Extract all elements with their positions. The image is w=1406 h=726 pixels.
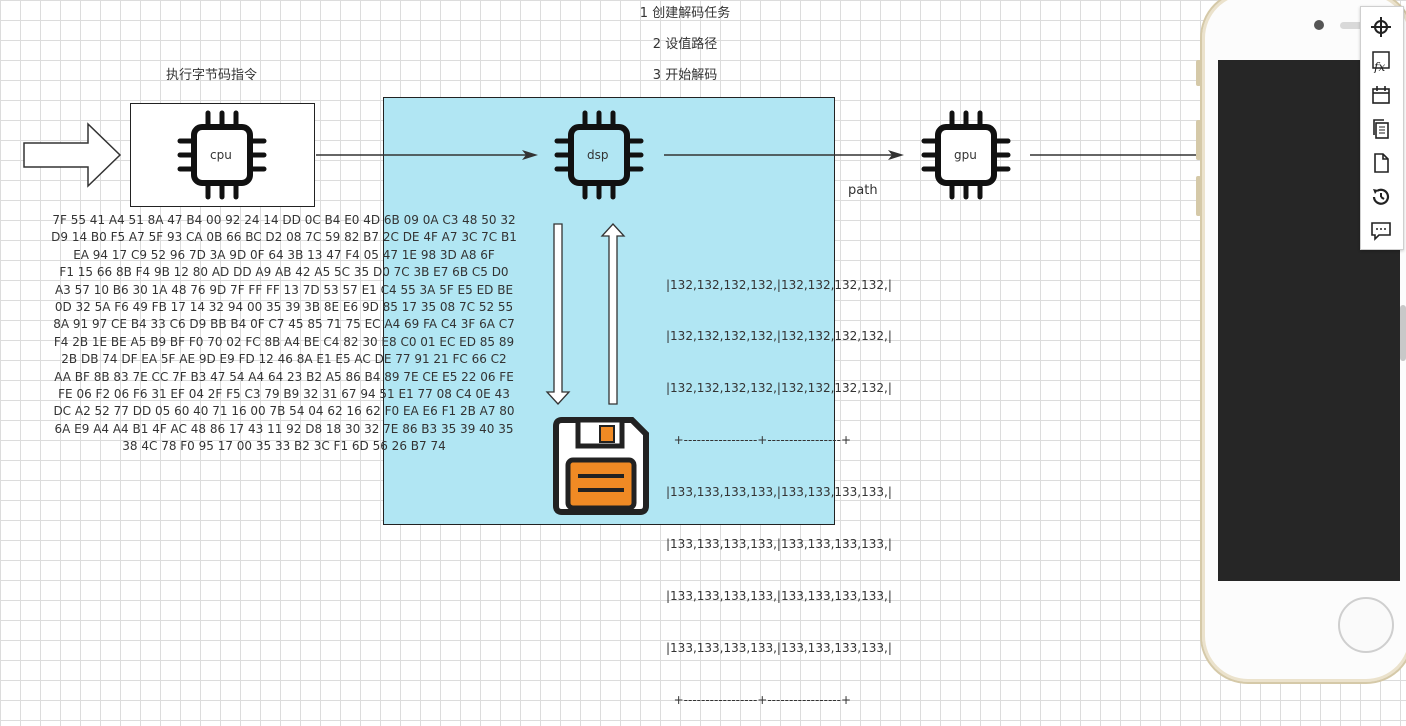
down-hollow-arrow (545, 223, 571, 405)
phone-camera (1314, 20, 1324, 30)
hex-line: 2B DB 74 DF EA 5F AE 9D E9 FD 12 46 8A E… (61, 352, 507, 367)
step-1-label: 1 创建解码任务 (639, 6, 731, 21)
matrix-line: |132,132,132,132,|132,132,132,132,| (666, 329, 892, 344)
dsp-chip-icon (554, 110, 644, 200)
comment-icon[interactable] (1369, 219, 1393, 243)
hex-line: FE 06 F2 06 F6 31 EF 04 2F F5 C3 79 B9 3… (58, 387, 510, 402)
hex-line: 8A 91 97 CE B4 33 C6 D9 BB B4 0F C7 45 8… (53, 317, 515, 332)
cpu-to-dsp-arrowhead (522, 150, 538, 160)
matrix-line: |132,132,132,132,|132,132,132,132,| (666, 277, 892, 292)
matrix-line: |133,133,133,133,|133,133,133,133,| (666, 640, 892, 655)
cpu-chip-icon (177, 110, 267, 200)
matrix-line: |133,133,133,133,|133,133,133,133,| (666, 588, 892, 603)
hex-line: 0D 32 5A F6 49 FB 17 14 32 94 00 35 39 3… (54, 300, 514, 315)
phone-side-button (1196, 176, 1201, 216)
hex-line: AA BF 8B 83 7E CC 7F B3 47 54 A4 64 23 B… (54, 369, 514, 384)
hex-line: 7F 55 41 A4 51 8A 47 B4 00 92 24 14 DD 0… (52, 213, 516, 227)
gpu-chip-icon (921, 110, 1011, 200)
floppy-disk-icon (553, 417, 649, 515)
gpu-chip-label: gpu (954, 148, 977, 162)
diagram-canvas (23, 110, 1242, 515)
formula-icon[interactable]: fx (1369, 49, 1393, 74)
page-icon[interactable] (1369, 151, 1393, 175)
hex-dump-text: 7F 55 41 A4 51 8A 47 B4 00 92 24 14 DD 0… (24, 212, 544, 456)
history-icon[interactable] (1369, 185, 1393, 209)
matrix-line: |132,132,132,132,|132,132,132,132,| (666, 381, 892, 396)
svg-text:fx: fx (1373, 60, 1385, 73)
hex-line: 6A E9 A4 A4 B1 4F AC 48 86 17 43 11 92 D… (54, 421, 514, 436)
path-label: path (848, 183, 878, 198)
matrix-line: +-----------------+-----------------+ (666, 433, 852, 448)
vertical-scrollbar-thumb[interactable] (1400, 305, 1406, 361)
hex-line: A3 57 10 B6 30 1A 48 76 9D 7F FF FF 13 7… (54, 282, 514, 297)
phone-home-button[interactable] (1338, 597, 1394, 653)
hex-line: D9 14 B0 F5 A7 5F 93 CA 0B 66 BC D2 08 7… (51, 230, 517, 245)
hex-line: 38 4C 78 F0 95 17 00 35 33 B2 3C F1 6D 5… (122, 439, 446, 454)
matrix-line: |133,133,133,133,|133,133,133,133,| (666, 537, 892, 552)
cpu-caption: 执行字节码指令 (166, 68, 258, 83)
pixel-matrix-text: |132,132,132,132,|132,132,132,132,| |132… (666, 242, 892, 726)
cpu-chip-label: cpu (210, 148, 232, 162)
hex-line: F1 15 66 8B F4 9B 12 80 AD DD A9 AB 42 A… (59, 265, 509, 280)
dsp-to-gpu-arrowhead (888, 150, 904, 160)
crosshair-icon[interactable] (1369, 15, 1393, 39)
phone-speaker (1340, 22, 1370, 29)
step-3-label: 3 开始解码 (652, 68, 718, 83)
calendar-add-icon[interactable] (1369, 83, 1393, 107)
up-hollow-arrow (600, 223, 626, 405)
dsp-chip-label: dsp (587, 148, 609, 162)
hex-line: F4 2B 1E BE A5 B9 BF F0 70 02 FC 8B A4 B… (53, 334, 515, 349)
hex-line: DC A2 52 77 DD 05 60 40 71 16 00 7B 54 0… (53, 404, 515, 419)
right-toolbar: fx (1360, 6, 1404, 250)
copy-icon[interactable] (1369, 117, 1393, 141)
phone-side-button (1196, 120, 1201, 160)
input-arrow (23, 122, 122, 188)
hex-line: EA 94 17 C9 52 96 7D 3A 9D 0F 64 3B 13 4… (73, 247, 495, 262)
matrix-line: +-----------------+-----------------+ (666, 692, 852, 707)
matrix-line: |133,133,133,133,|133,133,133,133,| (666, 485, 892, 500)
phone-side-button (1196, 60, 1201, 86)
step-2-label: 2 设值路径 (652, 37, 718, 52)
